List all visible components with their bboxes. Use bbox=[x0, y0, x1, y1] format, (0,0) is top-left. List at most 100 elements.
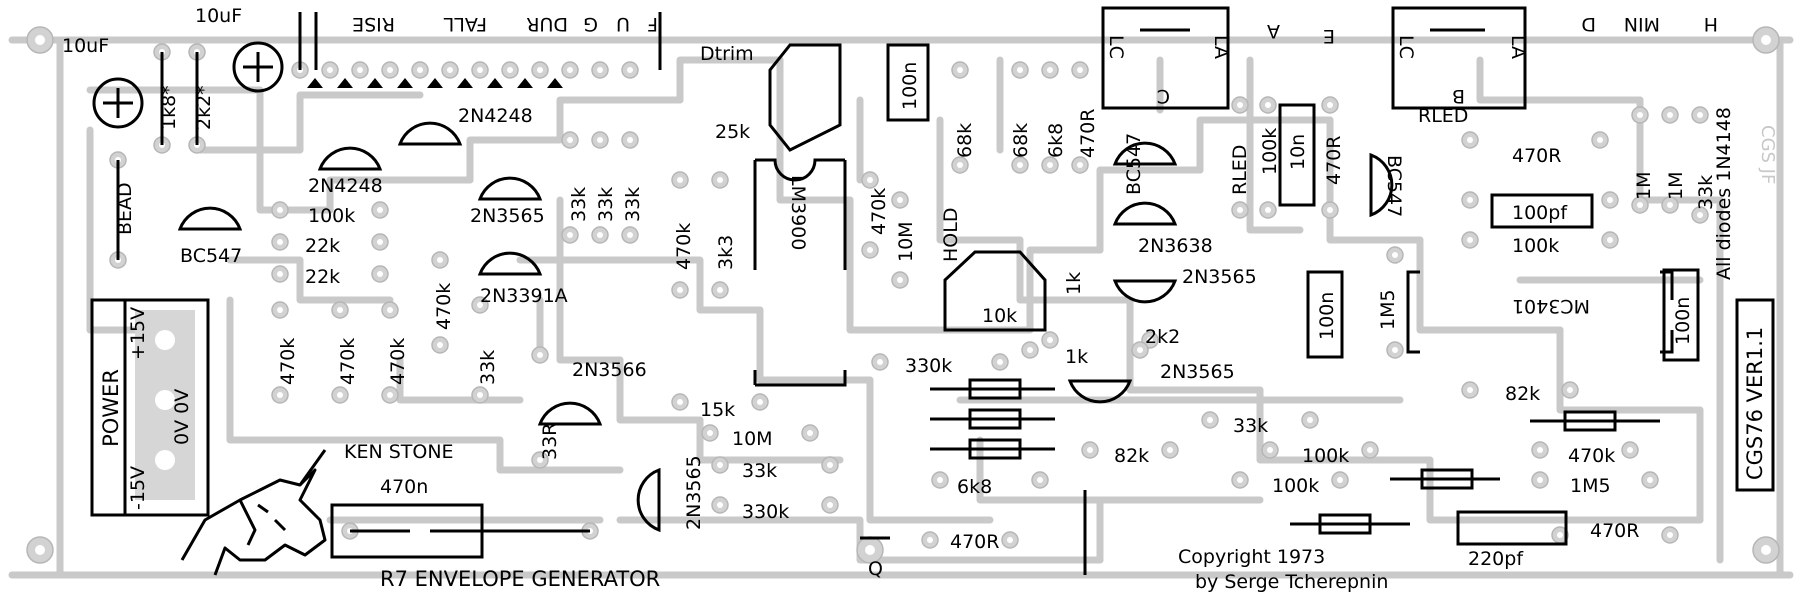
label-dtrim: Dtrim bbox=[700, 43, 754, 65]
pad-hole bbox=[1667, 202, 1673, 208]
bottom-left-components: 2N3566 33R 15k 10M 33k 330k 330k 6k8 470… bbox=[330, 355, 1639, 591]
diode-icon bbox=[427, 78, 443, 88]
pad-hole bbox=[717, 502, 723, 508]
diode-icon bbox=[517, 78, 533, 88]
pad-hole bbox=[567, 137, 573, 143]
power-connector: POWER -15V 0V 0V +15V bbox=[90, 298, 210, 517]
pad-hole bbox=[277, 271, 283, 277]
label-220pf: 220pf bbox=[1468, 548, 1524, 570]
label-bc547-right: BC547 bbox=[1383, 155, 1405, 217]
label-82k-b: 82k bbox=[1505, 383, 1540, 405]
pad-hole bbox=[827, 502, 833, 508]
pad-hole bbox=[897, 197, 903, 203]
pad-hole bbox=[1557, 532, 1563, 538]
pad-hole bbox=[597, 137, 603, 143]
pad-hole bbox=[537, 457, 543, 463]
label-470k-f: 470k bbox=[868, 188, 890, 235]
pad-hole bbox=[1017, 67, 1023, 73]
bead-label: BEAD bbox=[114, 182, 136, 235]
label-470n: 470n bbox=[380, 476, 428, 498]
label-68k-b: 68k bbox=[1010, 123, 1032, 158]
header-d: D bbox=[1581, 13, 1596, 35]
label-100k-c: 100k bbox=[1512, 235, 1559, 257]
pad-hole bbox=[1047, 162, 1053, 168]
top-header: RISE FALL DUR G U F 2N4248 bbox=[298, 12, 662, 127]
copper-traces bbox=[8, 36, 1794, 579]
pad-hole bbox=[1327, 207, 1333, 213]
transistor-outline bbox=[477, 251, 543, 276]
label-470k-e: 470k bbox=[387, 338, 409, 385]
header-u: U bbox=[616, 13, 630, 35]
label-10m-b: 10M bbox=[732, 428, 773, 450]
pad-hole bbox=[1037, 477, 1043, 483]
pad-hole bbox=[937, 477, 943, 483]
label-100n-b: 100n bbox=[1316, 292, 1338, 340]
capacitor-10uf-right: 10uF bbox=[195, 5, 284, 93]
led-socket-b: LC LA B D MIN H bbox=[1391, 6, 1718, 110]
label-100k-b: 100k bbox=[1259, 128, 1281, 175]
pad-hole bbox=[877, 359, 883, 365]
pad-hole bbox=[1627, 447, 1633, 453]
socket-b-lc: LC bbox=[1395, 35, 1417, 59]
header-dur: DUR bbox=[526, 13, 568, 35]
pad-hole bbox=[337, 307, 343, 313]
pad-hole bbox=[277, 207, 283, 213]
copyright-line1: Copyright 1973 bbox=[1178, 546, 1325, 568]
pad-hole bbox=[1237, 477, 1243, 483]
label-22k-b: 22k bbox=[305, 266, 340, 288]
pad-hole bbox=[677, 399, 683, 405]
pad-hole bbox=[537, 67, 543, 73]
label-10n: 10n bbox=[1287, 134, 1309, 170]
pad-hole bbox=[1017, 162, 1023, 168]
socket-b-b: B bbox=[1452, 85, 1465, 107]
label-2n4248: 2N4248 bbox=[308, 175, 383, 197]
label-2k2-b: 2k2 bbox=[1145, 326, 1180, 348]
label-470r-a: 470R bbox=[1077, 109, 1099, 158]
label-2n3565-a: 2N3565 bbox=[470, 205, 545, 227]
label-33k-a: 33k bbox=[568, 187, 590, 222]
transistor-outline bbox=[1112, 141, 1178, 166]
pad-hole bbox=[867, 247, 873, 253]
pad-hole bbox=[897, 277, 903, 283]
led-socket-c: LC LA C A E bbox=[1101, 6, 1335, 110]
transistors bbox=[177, 121, 1394, 533]
label-2n3566: 2N3566 bbox=[572, 359, 647, 381]
res-label-1k8: 1k8* bbox=[158, 85, 180, 130]
board-title: R7 ENVELOPE GENERATOR bbox=[380, 567, 660, 591]
pad-hole bbox=[927, 537, 933, 543]
label-6k8-a: 6k8 bbox=[1045, 123, 1067, 158]
label-10m-a: 10M bbox=[895, 221, 917, 262]
pad-hole bbox=[807, 430, 813, 436]
center-components: 470k 10M 100n 68k 68k 6k8 470R HOLD bbox=[868, 43, 1099, 262]
pad-hole bbox=[507, 67, 513, 73]
label-33k-e: 33k bbox=[1695, 175, 1717, 210]
label-bc547-left: BC547 bbox=[180, 245, 242, 267]
label-2n3565-c: 2N3565 bbox=[1160, 361, 1235, 383]
label-33k-f: 33k bbox=[742, 460, 777, 482]
pad-hole bbox=[1537, 447, 1543, 453]
label-hold: HOLD bbox=[940, 208, 962, 262]
pad-hole bbox=[1667, 112, 1673, 118]
header-min: MIN bbox=[1624, 13, 1660, 35]
socket-b-la: LA bbox=[1507, 35, 1529, 59]
pad-hole bbox=[477, 302, 483, 308]
pad-hole bbox=[717, 287, 723, 293]
pad-hole bbox=[627, 137, 633, 143]
pad-hole bbox=[1265, 207, 1271, 213]
label-rled-a: RLED bbox=[1229, 145, 1251, 195]
ic-lm3900: LM3900 bbox=[753, 158, 847, 387]
label-1m5-a: 1M5 bbox=[1377, 289, 1399, 330]
diode-icon bbox=[307, 78, 323, 88]
pads bbox=[109, 43, 1709, 549]
pad-hole bbox=[1467, 197, 1473, 203]
pad-hole bbox=[1207, 417, 1213, 423]
pad-hole bbox=[377, 207, 383, 213]
label-rled-b: RLED bbox=[1418, 105, 1468, 127]
label-2n3391a: 2N3391A bbox=[480, 285, 568, 307]
transistor-outline bbox=[317, 146, 383, 171]
resistor-2k2: 2k2* bbox=[193, 52, 215, 145]
cap-label-10uf-right: 10uF bbox=[195, 5, 242, 27]
label-22k-a: 22k bbox=[305, 235, 340, 257]
pad-hole bbox=[957, 67, 963, 73]
pad-hole bbox=[1597, 137, 1603, 143]
